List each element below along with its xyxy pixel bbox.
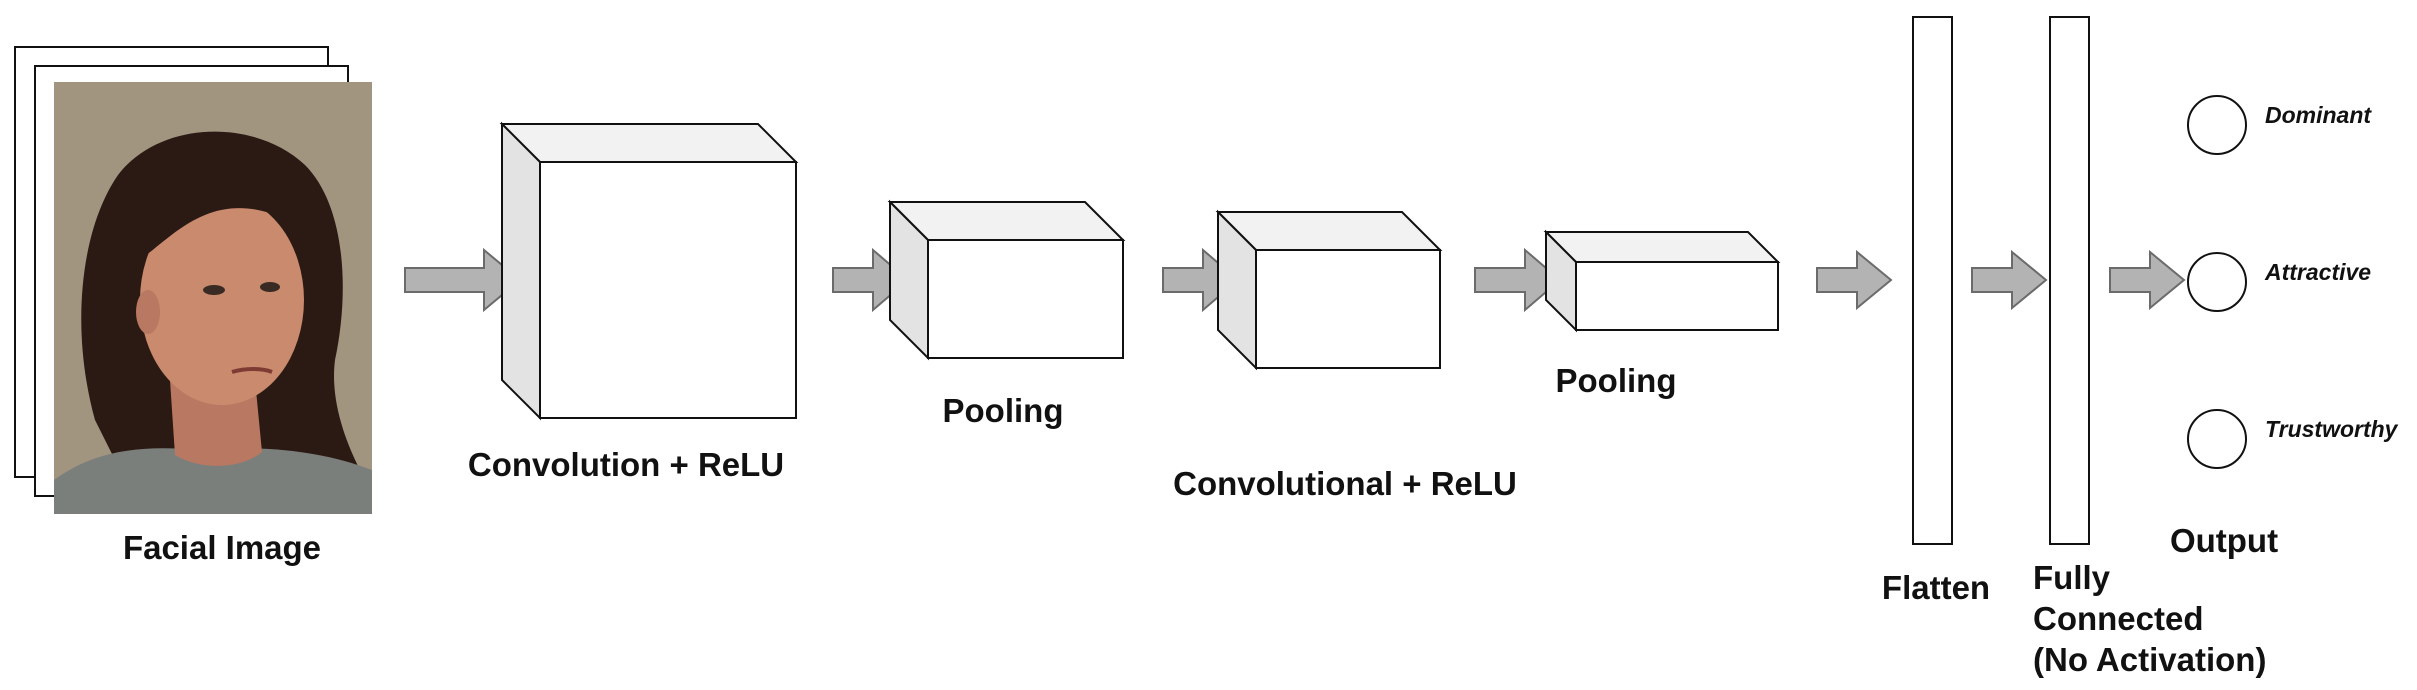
label-facial-image: Facial Image xyxy=(123,529,321,566)
label-output: Output xyxy=(2170,522,2278,559)
label-conv2: Convolutional + ReLU xyxy=(1173,465,1517,502)
arrow-pool2-to-flatten xyxy=(1816,249,1893,311)
label-conv1: Convolution + ReLU xyxy=(468,446,784,483)
output-node-trustworthy: Trustworthy xyxy=(2187,409,2399,469)
facial-image-stack xyxy=(14,46,372,514)
pool1-block xyxy=(887,199,1126,361)
arrow-conv2-to-pool2 xyxy=(1474,247,1562,313)
fully-connected-layer-bar xyxy=(2049,16,2090,545)
output-label-trustworthy: Trustworthy xyxy=(2265,416,2399,442)
output-node-attractive: Attractive xyxy=(2187,252,2371,312)
flatten-layer-bar xyxy=(1912,16,1953,545)
label-fc-line3: (No Activation) xyxy=(2033,641,2266,678)
output-label-attractive: Attractive xyxy=(2264,259,2371,285)
label-fully-connected: Fully Connected (No Activation) xyxy=(2033,559,2266,678)
label-fc-line1: Fully xyxy=(2033,559,2111,596)
label-fc-line2: Connected xyxy=(2033,600,2204,637)
label-pool1: Pooling xyxy=(943,392,1064,429)
conv1-block xyxy=(499,121,799,421)
output-node-dominant: Dominant xyxy=(2187,95,2372,155)
conv2-block xyxy=(1215,209,1443,371)
output-label-dominant: Dominant xyxy=(2265,102,2372,128)
face-photo xyxy=(54,82,372,514)
label-flatten: Flatten xyxy=(1882,569,1990,606)
label-pool2: Pooling xyxy=(1556,362,1677,399)
arrow-fc-to-output xyxy=(2109,249,2186,311)
pool2-block xyxy=(1543,229,1781,333)
arrow-flatten-to-fc xyxy=(1971,249,2048,311)
